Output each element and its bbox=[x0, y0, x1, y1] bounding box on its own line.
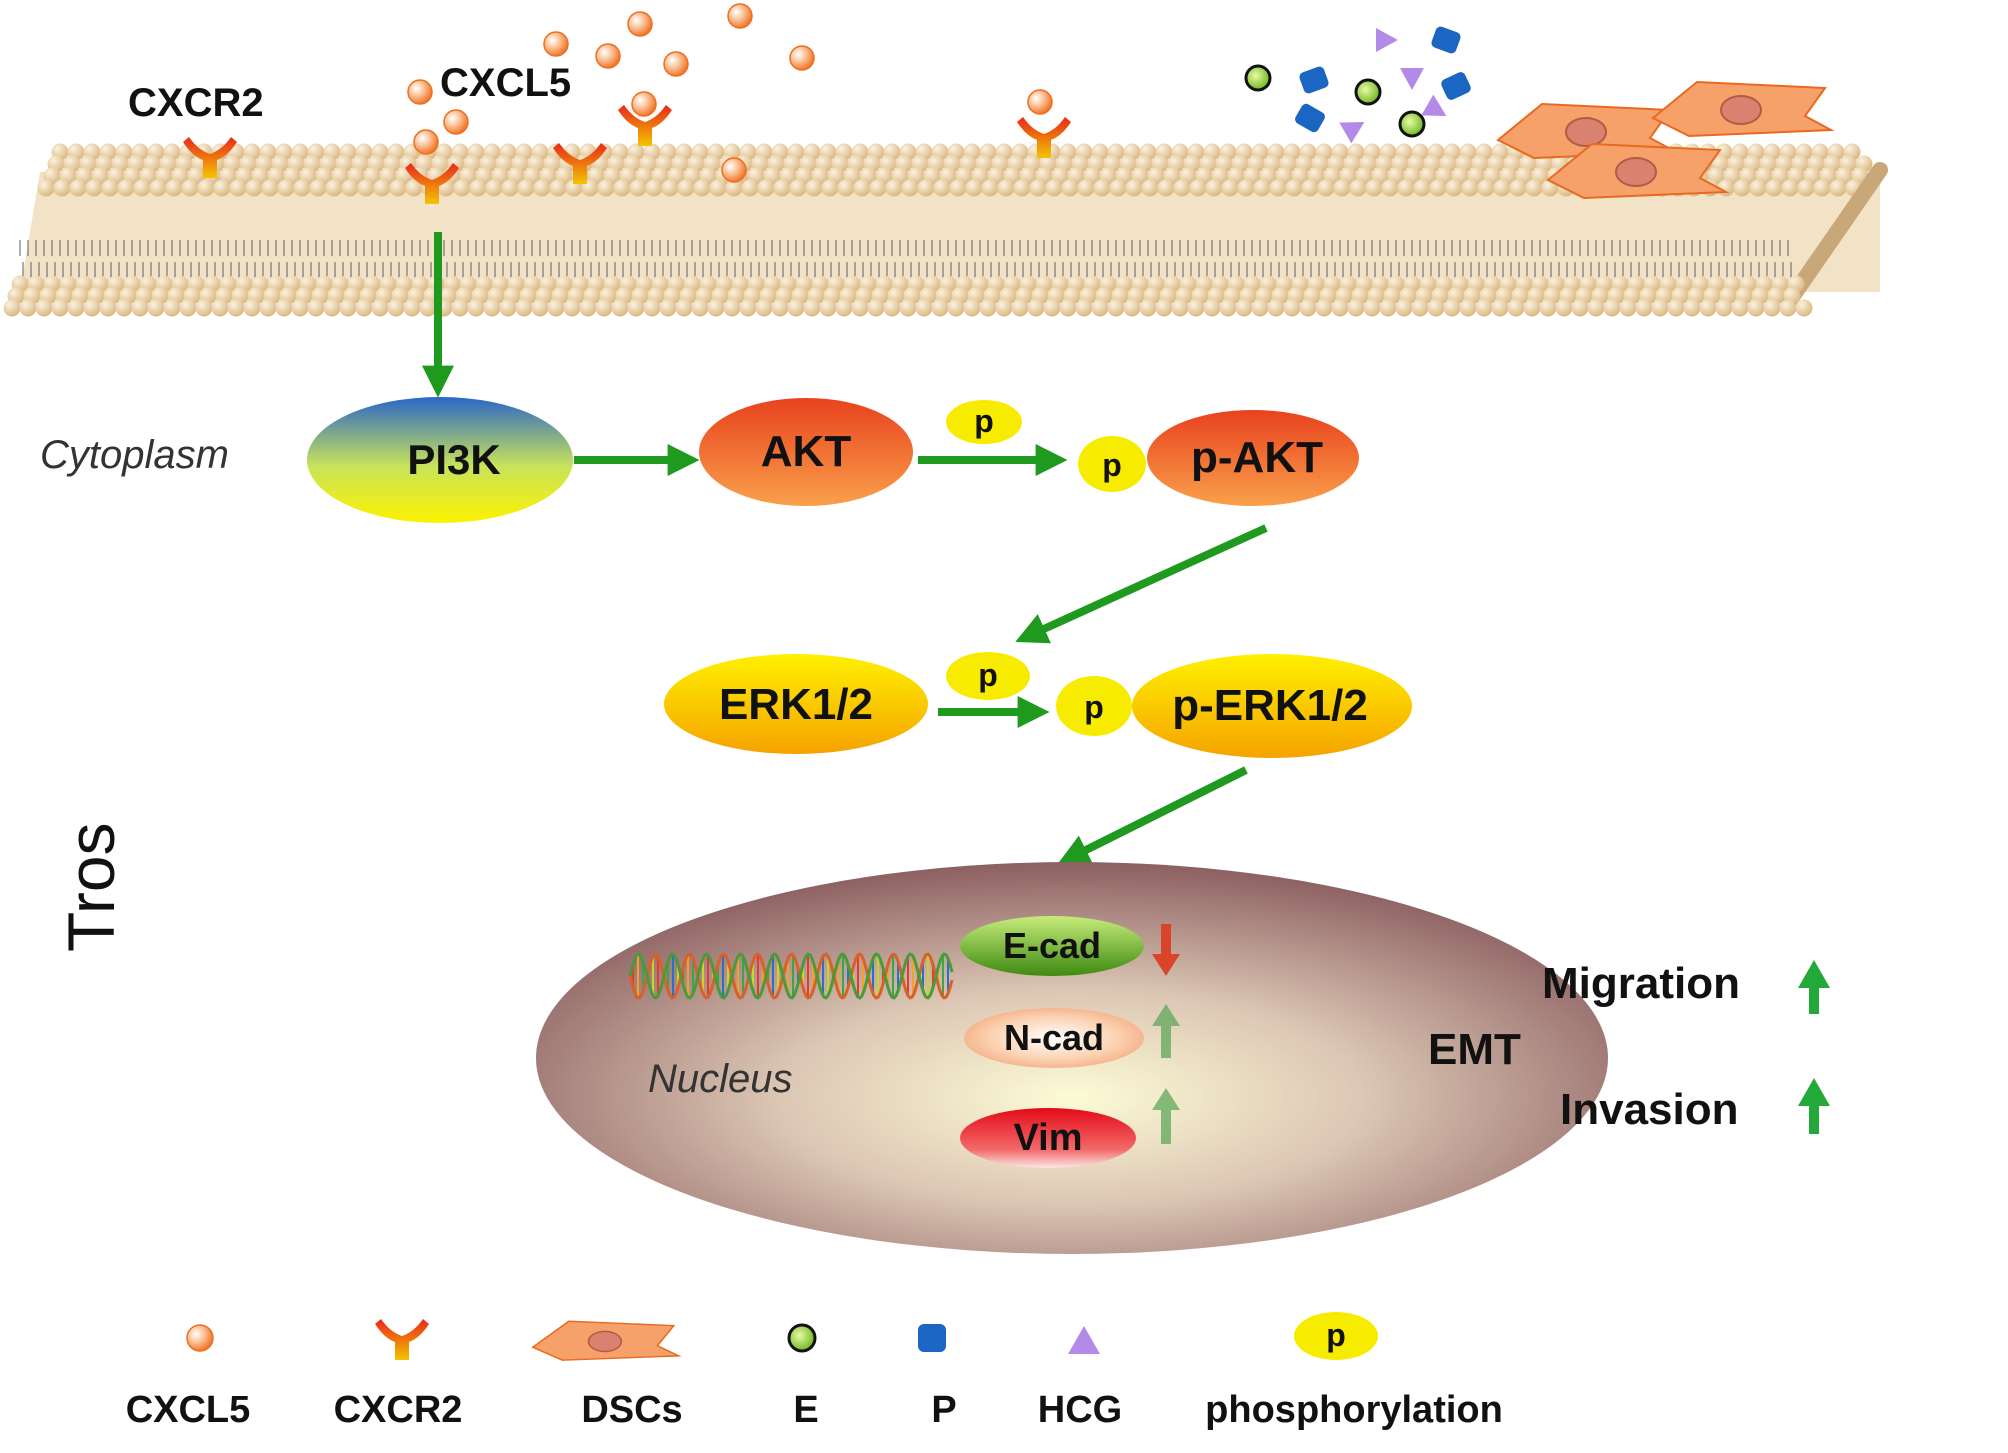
legend-dscs: DSCs bbox=[531, 1320, 683, 1431]
legend: CXCL5 CXCR2 DSCs E P HCG p phosphorylati… bbox=[126, 1312, 1503, 1431]
legend-e: E bbox=[787, 1323, 819, 1431]
legend-label-phosphorylation: phosphorylation bbox=[1205, 1389, 1503, 1431]
phosphate-badge: p bbox=[946, 652, 1030, 700]
e-cad-down-arrow bbox=[1152, 924, 1180, 976]
phosphate-label: p bbox=[978, 657, 998, 693]
legend-label-e: E bbox=[793, 1389, 818, 1431]
phosphorylation-icon bbox=[1294, 1312, 1378, 1360]
cytoplasm-label: Cytoplasm bbox=[40, 433, 229, 477]
phosphate-label: p bbox=[974, 403, 994, 439]
p-akt-node: p p-AKT bbox=[1078, 410, 1359, 506]
e-cad-label: E-cad bbox=[1003, 925, 1101, 966]
tros-label: Tros bbox=[54, 822, 128, 952]
legend-cxcr2: CXCR2 bbox=[334, 1319, 463, 1431]
invasion-label: Invasion bbox=[1560, 1085, 1739, 1134]
n-cad-label: N-cad bbox=[1004, 1017, 1104, 1058]
erk-node: ERK1/2 bbox=[664, 654, 928, 754]
migration-label: Migration bbox=[1542, 959, 1740, 1008]
legend-p: P bbox=[918, 1324, 957, 1431]
akt-label: AKT bbox=[761, 427, 852, 476]
pi3k-node: PI3K bbox=[307, 397, 573, 523]
akt-node: AKT bbox=[699, 398, 913, 506]
legend-phosphorylation: p phosphorylation bbox=[1205, 1312, 1503, 1431]
nucleus-label: Nucleus bbox=[648, 1057, 793, 1101]
phosphate-label: p bbox=[1102, 447, 1122, 483]
e-cad-node: E-cad bbox=[960, 916, 1144, 976]
p-erk-label: p-ERK1/2 bbox=[1172, 681, 1368, 730]
cxcl5-label: CXCL5 bbox=[440, 61, 571, 105]
vim-up-arrow bbox=[1152, 1088, 1180, 1144]
migration-up-arrow bbox=[1798, 960, 1830, 1014]
cell-membrane bbox=[3, 143, 1888, 317]
legend-label-cxcl5: CXCL5 bbox=[126, 1389, 251, 1431]
p-akt-label: p-AKT bbox=[1191, 433, 1323, 482]
phosphate-badge: p bbox=[946, 400, 1022, 444]
n-cad-node: N-cad bbox=[964, 1008, 1144, 1068]
vim-node: Vim bbox=[960, 1108, 1136, 1168]
legend-symbol-p: p bbox=[1326, 1317, 1346, 1353]
dna-helix bbox=[628, 952, 954, 1000]
cxcr2-label: CXCR2 bbox=[128, 81, 264, 125]
emt-label: EMT bbox=[1428, 1025, 1521, 1074]
p-icon bbox=[918, 1324, 946, 1352]
vim-label: Vim bbox=[1013, 1117, 1082, 1159]
legend-label-cxcr2: CXCR2 bbox=[334, 1389, 463, 1431]
n-cad-up-arrow bbox=[1152, 1004, 1180, 1058]
p-erk-node: p p-ERK1/2 bbox=[1056, 654, 1412, 758]
invasion-up-arrow bbox=[1798, 1078, 1830, 1134]
hormone-particles bbox=[1244, 26, 1471, 144]
cxcl5-icon bbox=[186, 1324, 214, 1352]
arrow-pakt-to-erk bbox=[1015, 524, 1268, 644]
cxcl5-ligands bbox=[407, 3, 1053, 183]
legend-label-dscs: DSCs bbox=[581, 1389, 682, 1431]
cxcr2-icon bbox=[375, 1319, 429, 1360]
phosphate-label: p bbox=[1084, 689, 1104, 725]
arrow-perk-to-nucleus bbox=[1057, 766, 1248, 865]
dsc-cell bbox=[1652, 81, 1832, 137]
legend-cxcl5: CXCL5 bbox=[126, 1324, 251, 1431]
dsc-icon bbox=[531, 1320, 680, 1361]
erk-label: ERK1/2 bbox=[719, 680, 873, 729]
legend-label-p: P bbox=[931, 1389, 956, 1431]
pi3k-label: PI3K bbox=[407, 436, 500, 483]
hcg-icon bbox=[1068, 1326, 1100, 1354]
legend-label-hcg: HCG bbox=[1038, 1389, 1122, 1431]
legend-hcg: HCG bbox=[1038, 1326, 1122, 1431]
e-icon bbox=[787, 1323, 817, 1353]
